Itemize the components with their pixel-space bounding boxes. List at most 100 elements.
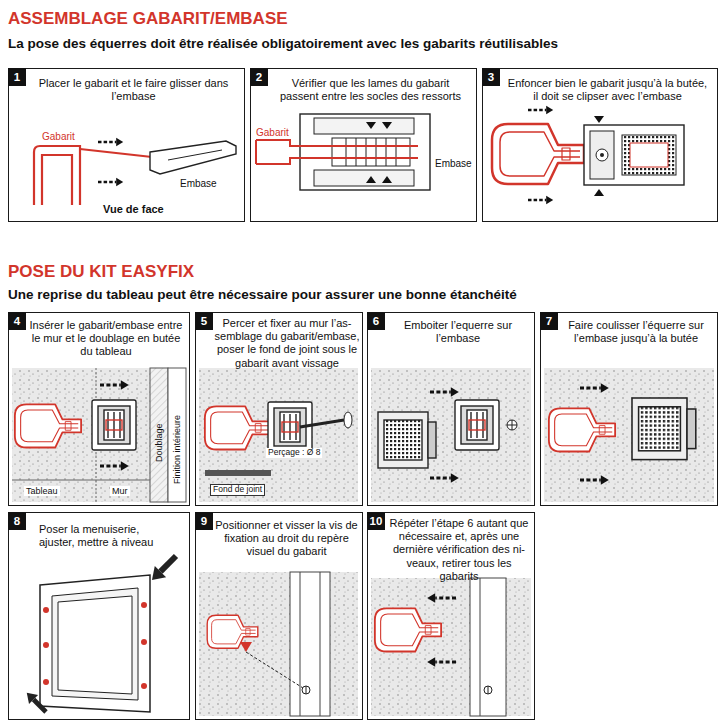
embase-top-view	[584, 125, 684, 185]
push-arrow	[580, 475, 609, 485]
wall-section	[199, 572, 358, 716]
step-number: 10	[369, 512, 383, 530]
step-panel: Répéter l’étape 6 autant que nécessaire …	[367, 512, 535, 720]
embase-top-view	[314, 170, 414, 186]
wall-section	[199, 368, 358, 502]
step-number-badge: 10	[367, 512, 385, 530]
embase-top-view	[300, 114, 430, 190]
part-name: Fond de joint	[210, 484, 265, 496]
step-panel: Emboiter l’equerre sur l’embase 6	[367, 312, 535, 506]
step-number-badge: 7	[540, 312, 558, 330]
window-frame	[40, 575, 150, 712]
step-caption: Emboiter l’equerre sur l’embase	[388, 319, 528, 345]
section-title: POSE DU KIT EASYFIX	[8, 262, 194, 282]
screw-head	[302, 686, 310, 694]
step-number: 8	[10, 512, 24, 530]
alignment-triangle	[382, 122, 392, 129]
wall-section	[150, 368, 168, 502]
visual-marker	[246, 652, 303, 688]
step-caption: Répéter l’étape 6 autant que nécessaire …	[386, 517, 532, 583]
step-panel: Placer le gabarit et le faire glisser da…	[8, 68, 245, 222]
step-number-badge: 1	[8, 68, 26, 86]
fixing-point	[141, 602, 147, 608]
part-name: Doublage	[154, 423, 164, 462]
part-name: Tableau	[24, 486, 60, 496]
screw-head	[302, 686, 310, 694]
step-number: 6	[369, 312, 383, 330]
push-arrow	[528, 106, 553, 114]
move-arrow	[22, 688, 38, 704]
wall-section	[544, 368, 714, 502]
push-arrow	[98, 138, 123, 146]
section-title: ASSEMBLAGE GABARIT/EMBASE	[8, 9, 288, 29]
wall-section	[371, 368, 531, 502]
move-arrow	[22, 550, 181, 716]
step-number: 7	[542, 312, 556, 330]
screw	[300, 420, 344, 427]
step-panel: Vérifier que les lames du gabarit passen…	[250, 68, 477, 222]
fixing-point	[43, 602, 147, 689]
embase-top-view	[332, 138, 410, 166]
equerre-part	[632, 398, 696, 460]
visual-marker	[240, 642, 252, 652]
screw-head	[484, 686, 492, 694]
visual-marker	[240, 642, 303, 688]
gabarit-front-view	[34, 146, 152, 205]
wall-section	[544, 368, 714, 502]
embase-part	[455, 400, 499, 450]
step-panel: Insérer le gabarit/embase entre le mur e…	[8, 312, 190, 506]
alignment-triangle	[594, 116, 604, 196]
push-arrow	[580, 383, 609, 485]
equerre-part	[378, 412, 436, 468]
gabarit-top-view	[549, 408, 615, 451]
screw-head	[507, 420, 517, 430]
step-caption: Insérer le gabarit/embase entre le mur e…	[27, 319, 185, 359]
embase-top-view	[622, 135, 676, 175]
push-arrow	[100, 380, 129, 390]
step-panel: Percer et fixer au mur l’as- semblage du…	[195, 312, 363, 506]
move-arrow	[32, 698, 48, 714]
dimension: Perçage : Ø 8	[266, 448, 322, 458]
gabarit-blades	[256, 140, 418, 164]
embase-part	[92, 400, 136, 450]
embase-top-view	[300, 114, 430, 190]
step-caption: Poser la menuiserie, ajuster, mettre à n…	[39, 523, 154, 549]
wall-section	[168, 368, 186, 502]
fixing-point	[43, 607, 49, 613]
step-number-badge: 9	[195, 512, 213, 530]
embase-front-view	[150, 141, 236, 174]
step-number-badge: 8	[8, 512, 26, 530]
move-arrow	[146, 550, 181, 585]
alignment-triangle	[366, 122, 392, 183]
window-frame	[52, 588, 138, 700]
wall-section	[320, 572, 321, 716]
wall-section	[300, 572, 301, 716]
push-arrow	[100, 461, 129, 471]
gabarit-top-view	[492, 124, 584, 184]
alignment-triangle	[366, 176, 376, 183]
joint-backer	[205, 470, 271, 476]
step-caption: Faire coulisser l’équerre sur l’embase j…	[561, 319, 711, 345]
push-arrow	[98, 138, 123, 186]
fixing-point	[141, 639, 147, 645]
screw-head	[488, 686, 489, 694]
embase-top-view	[590, 131, 614, 179]
part-name: Mur	[110, 486, 130, 496]
wall-section	[12, 368, 150, 502]
step-number: 9	[197, 512, 211, 530]
move-arrow	[146, 566, 166, 586]
alignment-triangle	[366, 122, 376, 129]
step-number-badge: 5	[195, 312, 213, 330]
gabarit-front-view	[34, 146, 80, 205]
step-number-badge: 6	[367, 312, 385, 330]
push-arrow	[98, 178, 123, 186]
pull-arrow	[427, 593, 456, 603]
step-panel: Positionner et visser la vis de fixation…	[195, 512, 363, 720]
fixing-point	[43, 679, 49, 685]
push-arrow	[528, 106, 553, 204]
part-name: Finition intérieure	[172, 415, 182, 484]
window-frame	[58, 596, 132, 694]
step-caption: Placer le gabarit et le faire glisser da…	[31, 77, 236, 103]
step-number-badge: 3	[482, 68, 500, 86]
